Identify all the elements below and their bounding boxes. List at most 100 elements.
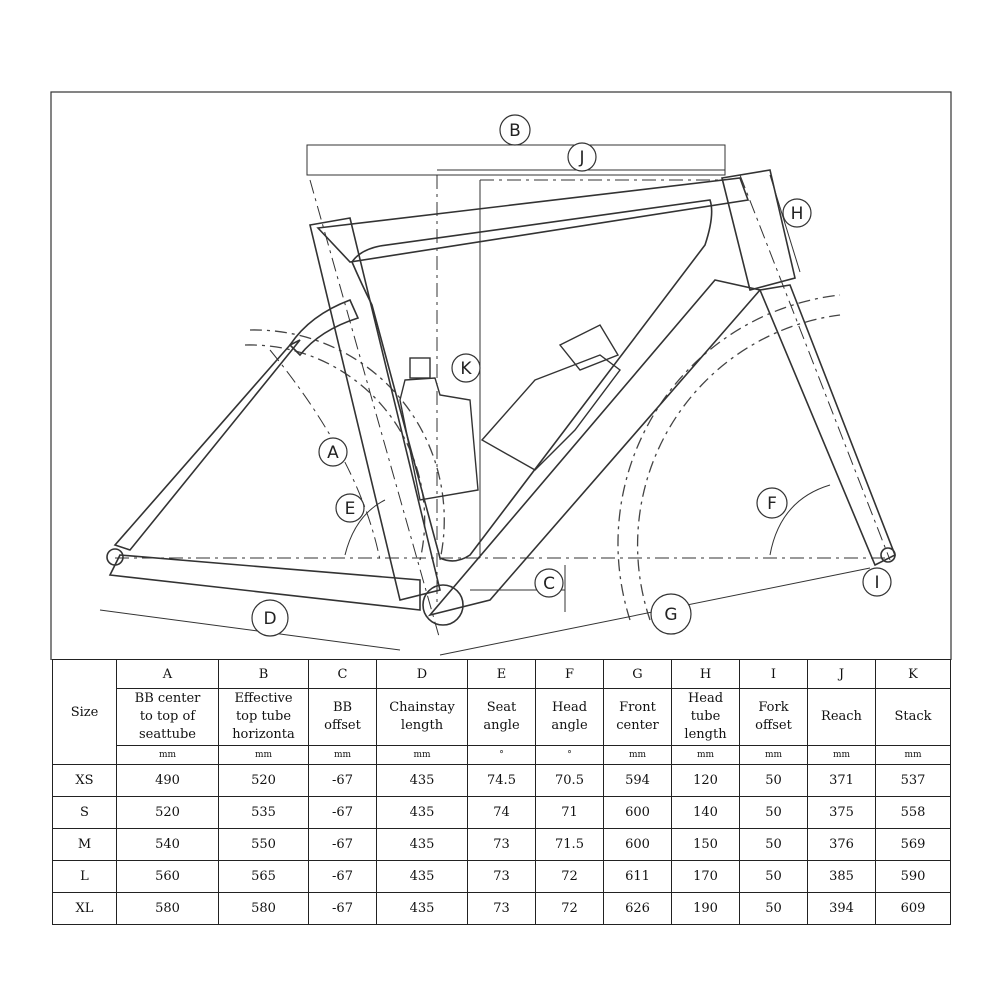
rear-axle [106,548,124,566]
size-header: Size [52,659,117,765]
top-tube [316,177,750,263]
callout-J: J [567,142,597,172]
seat-tube-centerline [309,179,441,641]
value-cell: 140 [671,796,740,829]
dimension-lines [99,144,871,656]
value-cell: 580 [218,892,309,925]
rear-wheel-arc-inner [244,344,426,561]
value-cell: 120 [671,764,740,797]
size-cell: M [52,828,117,861]
svg-text:K: K [460,359,472,379]
value-cell: 535 [218,796,309,829]
column-unit: mm [376,745,468,765]
centerlines [115,174,891,641]
value-cell: 550 [218,828,309,861]
column-letter: H [671,659,740,689]
callout-H: H [782,198,812,228]
value-cell: 540 [116,828,219,861]
value-cell: 50 [739,892,808,925]
value-cell: 537 [875,764,951,797]
front-wheel-arc [617,294,841,621]
svg-text:F: F [767,494,777,514]
value-cell: 558 [875,796,951,829]
value-cell: 394 [807,892,876,925]
svg-text:H: H [791,204,804,224]
fork [758,284,897,567]
value-cell: 190 [671,892,740,925]
value-cell: 490 [116,764,219,797]
value-cell: 375 [807,796,876,829]
bottle-2 [480,354,621,471]
chainstay [108,554,421,611]
column-name: Reach [807,688,876,746]
column-letter: I [739,659,808,689]
value-cell: 71 [535,796,604,829]
column-name: Stack [875,688,951,746]
value-cell: 435 [376,764,468,797]
size-cell: XS [52,764,117,797]
svg-text:J: J [578,148,584,168]
value-cell: 435 [376,828,468,861]
value-cell: 72 [535,860,604,893]
head-tube-centerline [739,174,891,561]
dimension-callouts: B J H K A E F C I G D [251,114,892,637]
dimension-D-line [99,609,401,651]
column-unit: mm [308,745,377,765]
bottle-2-cap [558,324,620,371]
svg-text:D: D [263,609,276,629]
column-unit: mm [739,745,808,765]
bottom-bracket [422,584,464,626]
seatstay [113,339,301,551]
svg-text:E: E [345,499,356,519]
column-unit: ° [467,745,536,765]
column-letter: D [376,659,468,689]
head-tube [721,169,796,291]
value-cell: 50 [739,796,808,829]
svg-text:C: C [543,574,555,594]
column-name: BB center to top of seattube [116,688,219,746]
value-cell: 626 [603,892,672,925]
column-letter: G [603,659,672,689]
value-cell: 435 [376,796,468,829]
column-unit: mm [671,745,740,765]
value-cell: 72 [535,892,604,925]
callout-K: K [451,353,481,383]
value-cell: -67 [308,860,377,893]
value-cell: 170 [671,860,740,893]
value-cell: 74 [467,796,536,829]
seat-angle-arc [344,499,386,556]
value-cell: 611 [603,860,672,893]
column-name: Fork offset [739,688,808,746]
value-cell: 385 [807,860,876,893]
frame-geometry-drawing: B J H K A E F C I G D [50,91,952,660]
callout-E: E [335,493,365,523]
column-unit: mm [807,745,876,765]
column-unit: mm [603,745,672,765]
value-cell: 74.5 [467,764,536,797]
value-cell: 569 [875,828,951,861]
callout-B: B [499,114,531,146]
value-cell: 50 [739,860,808,893]
drawing-border [50,91,952,660]
value-cell: 376 [807,828,876,861]
svg-text:I: I [874,573,879,593]
value-cell: -67 [308,764,377,797]
column-name: Chainstay length [376,688,468,746]
angle-arcs [344,484,831,556]
down-tube [427,279,762,617]
value-cell: 580 [116,892,219,925]
callout-I: I [862,567,892,597]
callout-C: C [534,568,564,598]
column-name: Head angle [535,688,604,746]
front-wheel-arc-inner [636,314,841,621]
value-cell: 600 [603,796,672,829]
callout-D: D [251,599,289,637]
column-unit: mm [875,745,951,765]
front-triangle-inner [351,199,713,562]
column-letter: J [807,659,876,689]
